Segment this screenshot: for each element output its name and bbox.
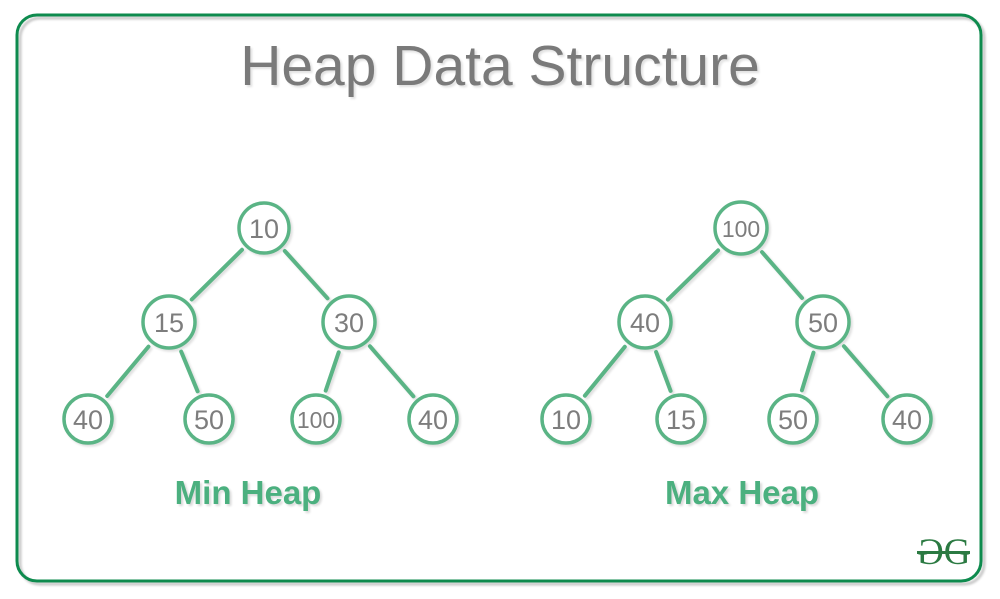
tree-edge [179,349,200,394]
tree-node-circle [407,393,459,445]
tree-node-value: 100 [722,216,760,242]
tree-edge [282,249,330,301]
tree-node-circle [321,294,377,350]
max-heap-label: Max Heap [664,474,820,511]
tree-edge [367,344,416,399]
tree-edge [105,344,151,398]
card-border [15,13,983,583]
tree-node-circle [617,294,673,350]
tree-node-circle [141,294,197,350]
tree-edge [841,344,890,399]
tree-node-value: 40 [418,405,448,435]
tree-edge [582,344,627,398]
tree-node-value: 40 [73,405,103,435]
tree-node-value: 50 [778,405,808,435]
tree-edge [760,250,804,300]
tree-node-circle [290,393,342,445]
tree-node-value: 30 [334,308,364,338]
tree-edge [323,350,341,393]
tree-node-value: 15 [154,308,184,338]
tree-node-circle [713,200,769,256]
tree-node-circle [62,393,114,445]
max-heap-tree: 100 40 50 10 15 50 40 [540,200,933,445]
min-heap-label: Min Heap [174,474,322,511]
tree-node-value: 50 [808,308,838,338]
tree-node-circle [237,201,291,255]
tree-node-value: 15 [666,405,696,435]
min-heap-tree: 10 15 30 40 50 100 40 [62,201,459,445]
tree-node-value: 50 [194,405,224,435]
tree-node-circle [767,393,819,445]
tree-node-circle [183,393,235,445]
tree-node-value: 100 [297,407,335,433]
tree-edge [799,350,816,393]
page-title: Heap Data Structure [240,34,760,98]
tree-node-circle [540,393,592,445]
tree-edge [665,248,721,302]
tree-edge [654,350,673,393]
tree-node-value: 40 [892,405,922,435]
tree-edge [189,247,244,302]
tree-node-circle [655,393,707,445]
tree-node-value: 10 [249,214,279,244]
tree-node-circle [795,294,851,350]
logo-strike-bar [917,551,971,554]
tree-node-value: 40 [630,308,660,338]
tree-node-value: 10 [551,405,581,435]
tree-node-circle [881,393,933,445]
geeksforgeeks-logo: GG [917,532,971,573]
